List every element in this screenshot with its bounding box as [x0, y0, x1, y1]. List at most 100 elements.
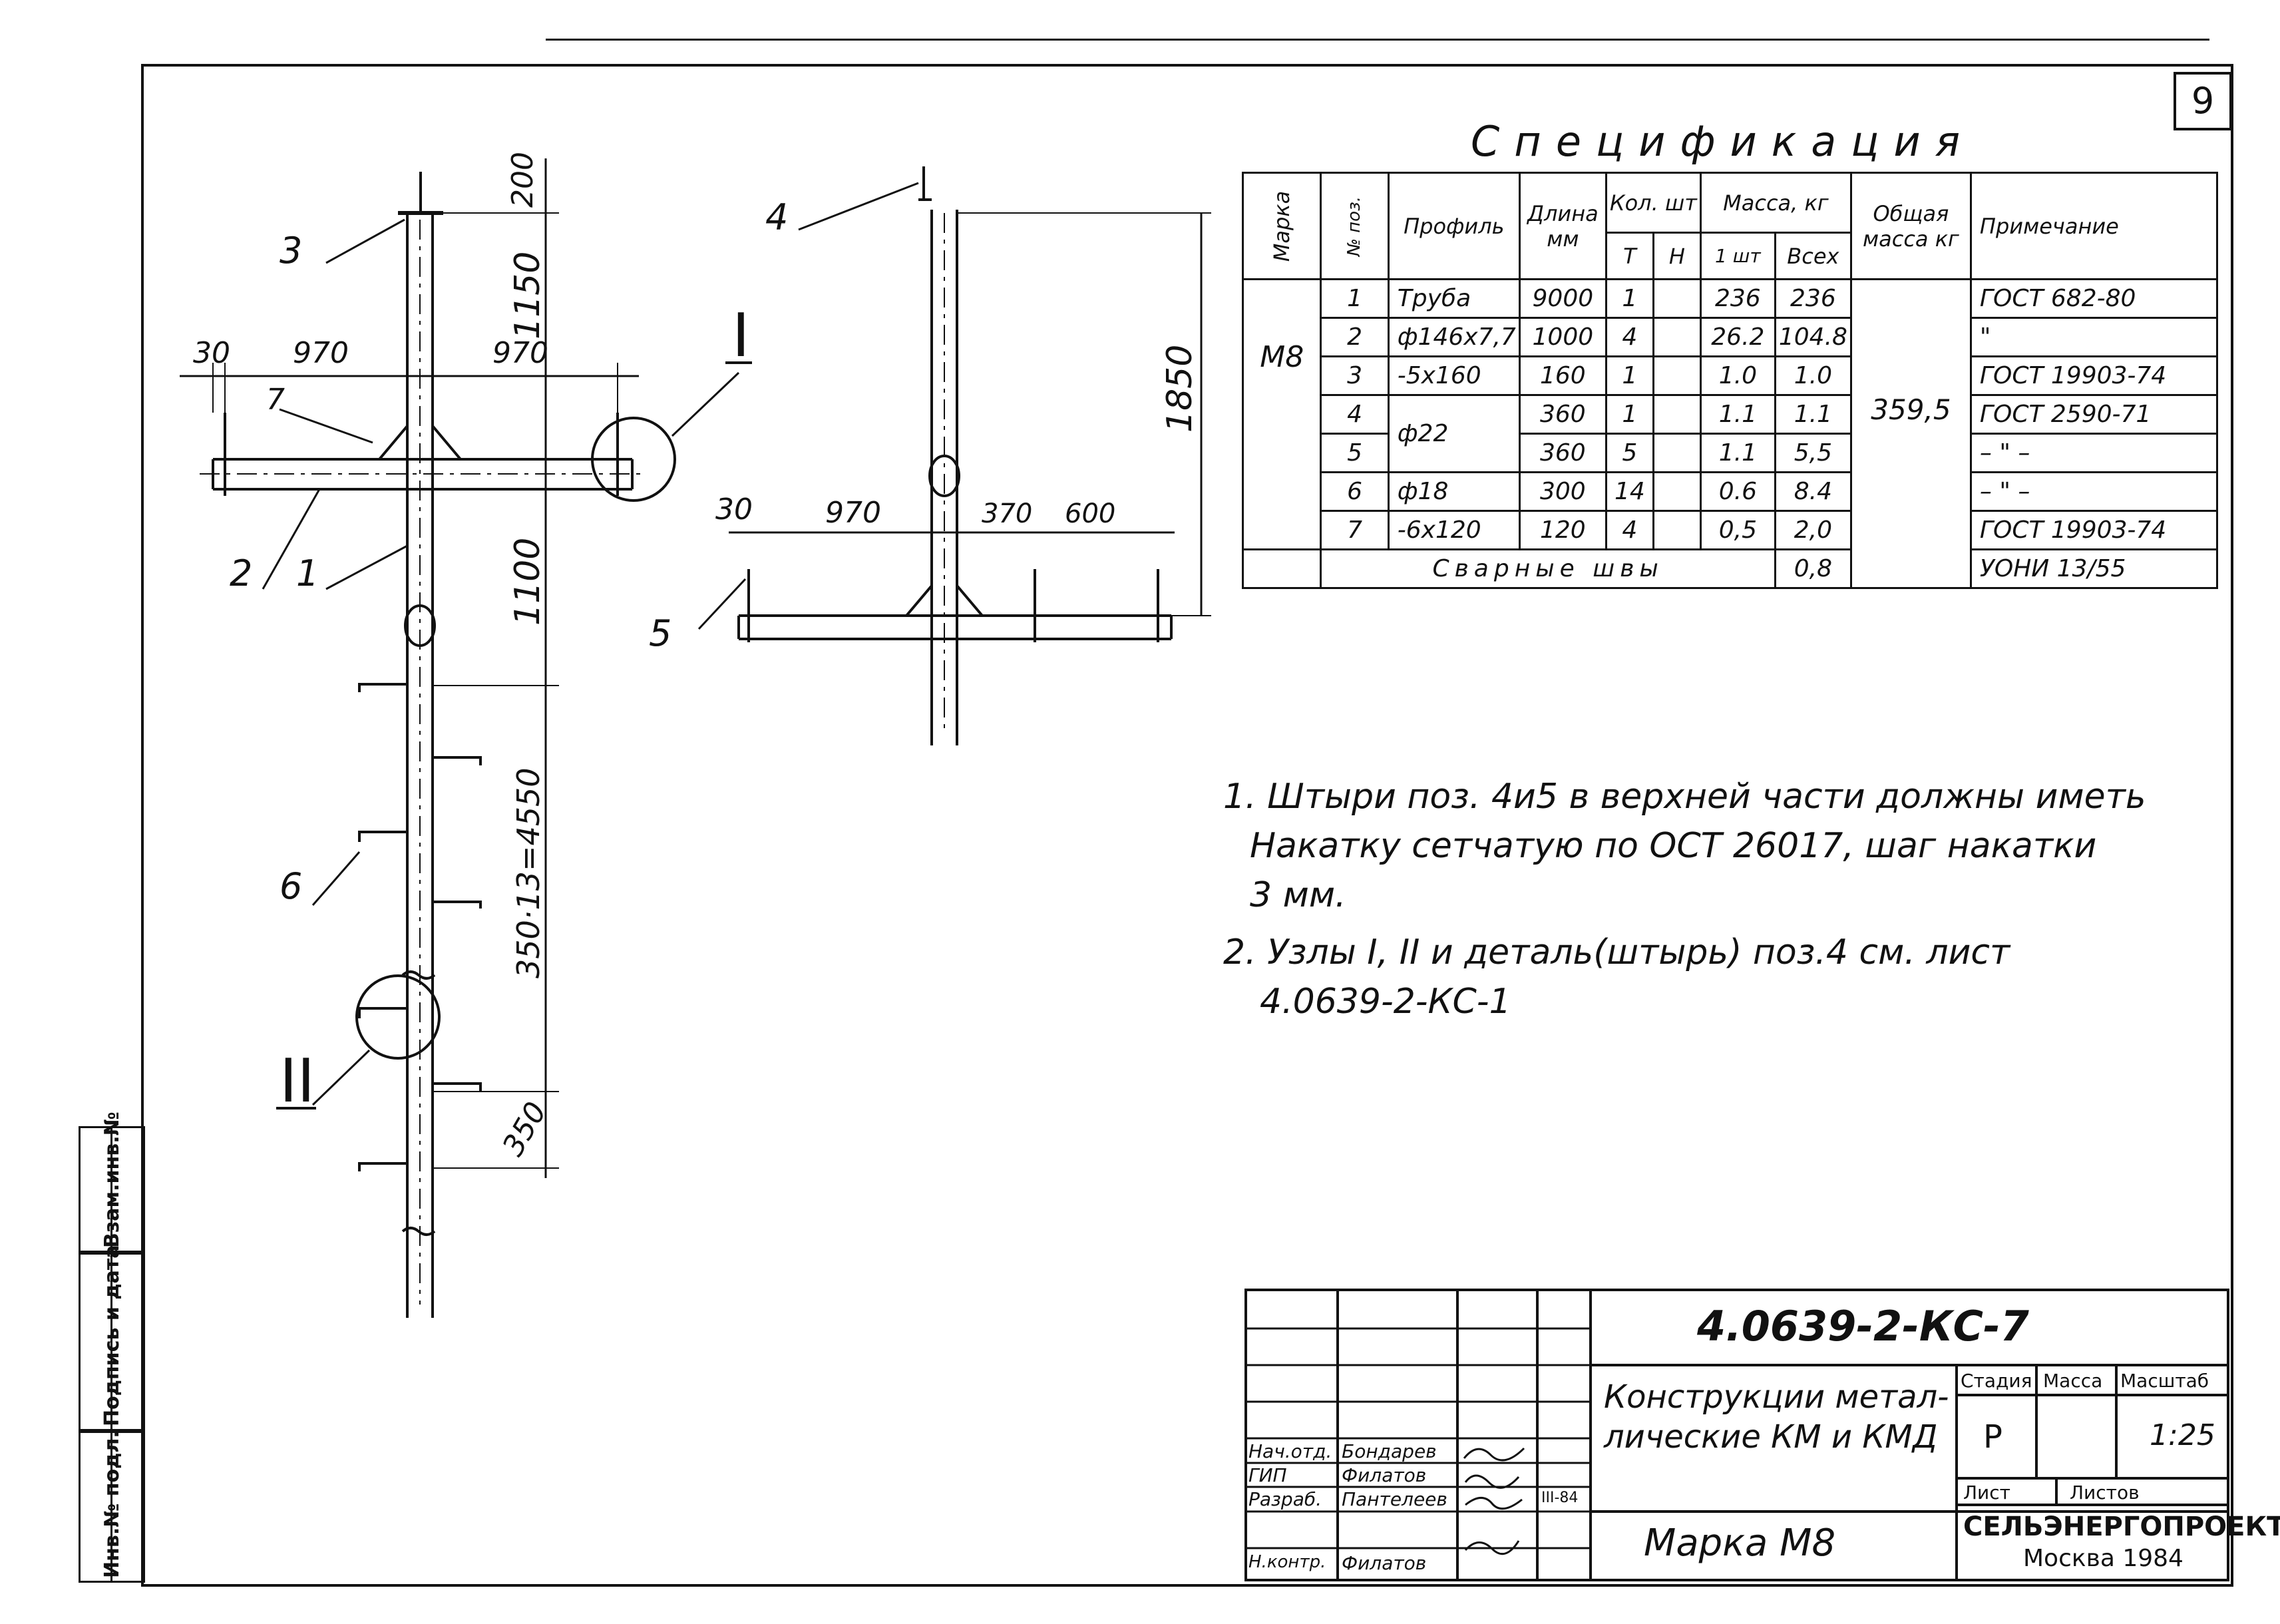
note-line: 4.0639-2-КС-1	[1260, 982, 1511, 1022]
spec-cell: 5,5	[1774, 433, 1852, 473]
pos-label-4: 4	[765, 196, 788, 238]
drawing-code: 4.0639-2-КС-7	[1697, 1302, 2029, 1350]
spec-cell: 8.4	[1774, 471, 1852, 512]
scale-label: Масштаб	[2120, 1370, 2209, 1392]
stage-value: Р	[1983, 1418, 2002, 1456]
pos-label-3: 3	[280, 230, 302, 272]
spec-cell: Труба	[1387, 278, 1521, 319]
spec-cell: 4	[1605, 510, 1654, 550]
spec-cell: 0,5	[1699, 510, 1776, 550]
welds-label: Сварные швы	[1320, 548, 1776, 589]
drawing-title-1: Конструкции метал-	[1604, 1378, 1949, 1416]
top-edge-line	[546, 39, 2209, 41]
drawing-subtitle: Марка М8	[1644, 1522, 1836, 1565]
dim-200: 200	[506, 152, 540, 208]
spec-cell	[1652, 278, 1702, 319]
spec-cell: 1	[1320, 278, 1390, 319]
hdr-mass-1: 1 шт	[1699, 232, 1776, 280]
spec-cell: 0.6	[1699, 471, 1776, 512]
spec-cell: 300	[1518, 471, 1607, 512]
spec-cell: 1.0	[1699, 355, 1776, 396]
spec-cell: 3	[1320, 355, 1390, 396]
pos-label-5: 5	[649, 612, 671, 654]
person-role: Нач.отд.	[1248, 1440, 1332, 1462]
person-name: Пантелеев	[1342, 1488, 1447, 1510]
spec-cell: 1000	[1518, 317, 1607, 357]
pos-label-7: 7	[266, 383, 285, 417]
spec-cell	[1652, 394, 1702, 435]
spec-cell: 5	[1320, 433, 1390, 473]
spec-cell: ф146х7,7	[1387, 317, 1521, 357]
hdr-pos: № поз.	[1320, 172, 1390, 280]
spec-cell: 1.1	[1699, 433, 1776, 473]
hdr-mass-all: Всех	[1774, 232, 1852, 280]
spec-cell: 1.1	[1699, 394, 1776, 435]
spec-cell: ф18	[1387, 471, 1521, 512]
spec-cell: 1	[1605, 278, 1654, 319]
hdr-total: Общая масса кг	[1849, 172, 1972, 280]
date-mark: III-84	[1541, 1490, 1579, 1506]
spec-cell: 360	[1518, 433, 1607, 473]
spec-cell: 120	[1518, 510, 1607, 550]
dim-370: 370	[982, 499, 1032, 529]
node-label-I: I	[732, 301, 750, 371]
person-name: Бондарев	[1342, 1440, 1437, 1462]
spec-cell: ГОСТ 19903-74	[1969, 355, 2218, 396]
dim-1850: 1850	[1160, 345, 1200, 433]
spec-table: Марка № поз. Профиль Длина мм Кол. шт Ма…	[1241, 172, 2218, 589]
notes-block: 1. Штыри поз. 4и5 в верхней части должны…	[1223, 772, 2146, 1026]
spec-cell	[1652, 510, 1702, 550]
spec-cell: 2	[1320, 317, 1390, 357]
spec-cell: – " –	[1969, 433, 2218, 473]
spec-cell: -5х160	[1387, 355, 1521, 396]
hdr-qty-n: Н	[1652, 232, 1702, 280]
spec-cell: 14	[1605, 471, 1654, 512]
hdr-note: Примечание	[1969, 172, 2218, 280]
note-line: Накатку сетчатую по ОСТ 26017, шаг накат…	[1250, 826, 2097, 866]
spec-cell: ГОСТ 682-80	[1969, 278, 2218, 319]
drawing-area: 200 1150 1100 350·13=4550 350 30 970 970…	[180, 152, 1211, 1318]
spec-cell: 360	[1518, 394, 1607, 435]
spec-cell: 4	[1605, 317, 1654, 357]
organization: СЕЛЬЭНЕРГОПРОЕКТ	[1963, 1512, 2280, 1542]
pos-label-1: 1	[296, 552, 319, 594]
spec-cell: 1	[1605, 355, 1654, 396]
title-block: 4.0639-2-КС-7 Конструкции метал- лически…	[1244, 1289, 2280, 1581]
spec-title: Спецификация	[1471, 117, 1975, 166]
stage-label: Стадия	[1961, 1370, 2032, 1392]
city-year: Москва 1984	[2023, 1545, 2184, 1572]
dim-30: 30	[193, 336, 230, 370]
mass-label: Масса	[2043, 1370, 2103, 1392]
spec-cell: – " –	[1969, 471, 2218, 512]
spec-cell	[1652, 433, 1702, 473]
spec-cell: -6х120	[1387, 510, 1521, 550]
spec-cell: 4	[1320, 394, 1390, 435]
spec-cell: 26.2	[1699, 317, 1776, 357]
note-line: 2. Узлы I, II и деталь(штырь) поз.4 см. …	[1223, 932, 2010, 972]
spec-cell: 236	[1699, 278, 1776, 319]
pos-label-2: 2	[230, 552, 252, 594]
sheet-label: Лист	[1963, 1482, 2010, 1504]
hdr-mark: Марка	[1241, 172, 1322, 280]
pos-label-6: 6	[280, 865, 302, 907]
spec-cell: М8	[1241, 278, 1322, 550]
welds-mass: 0,8	[1774, 548, 1852, 589]
spec-cell: 236	[1774, 278, 1852, 319]
sheets-label: Листов	[2070, 1482, 2140, 1504]
spec-cell: ГОСТ 19903-74	[1969, 510, 2218, 550]
drawing-title-2: лические КМ и КМД	[1604, 1418, 1938, 1456]
person-role: Разраб.	[1248, 1488, 1322, 1510]
hdr-qty-t: Т	[1605, 232, 1654, 280]
spec-cell: 160	[1518, 355, 1607, 396]
person-name: Филатов	[1342, 1552, 1427, 1574]
dim-970-right: 970	[492, 336, 548, 370]
hdr-mass: Масса, кг	[1699, 172, 1852, 234]
dim-4550: 350·13=4550	[510, 767, 546, 978]
